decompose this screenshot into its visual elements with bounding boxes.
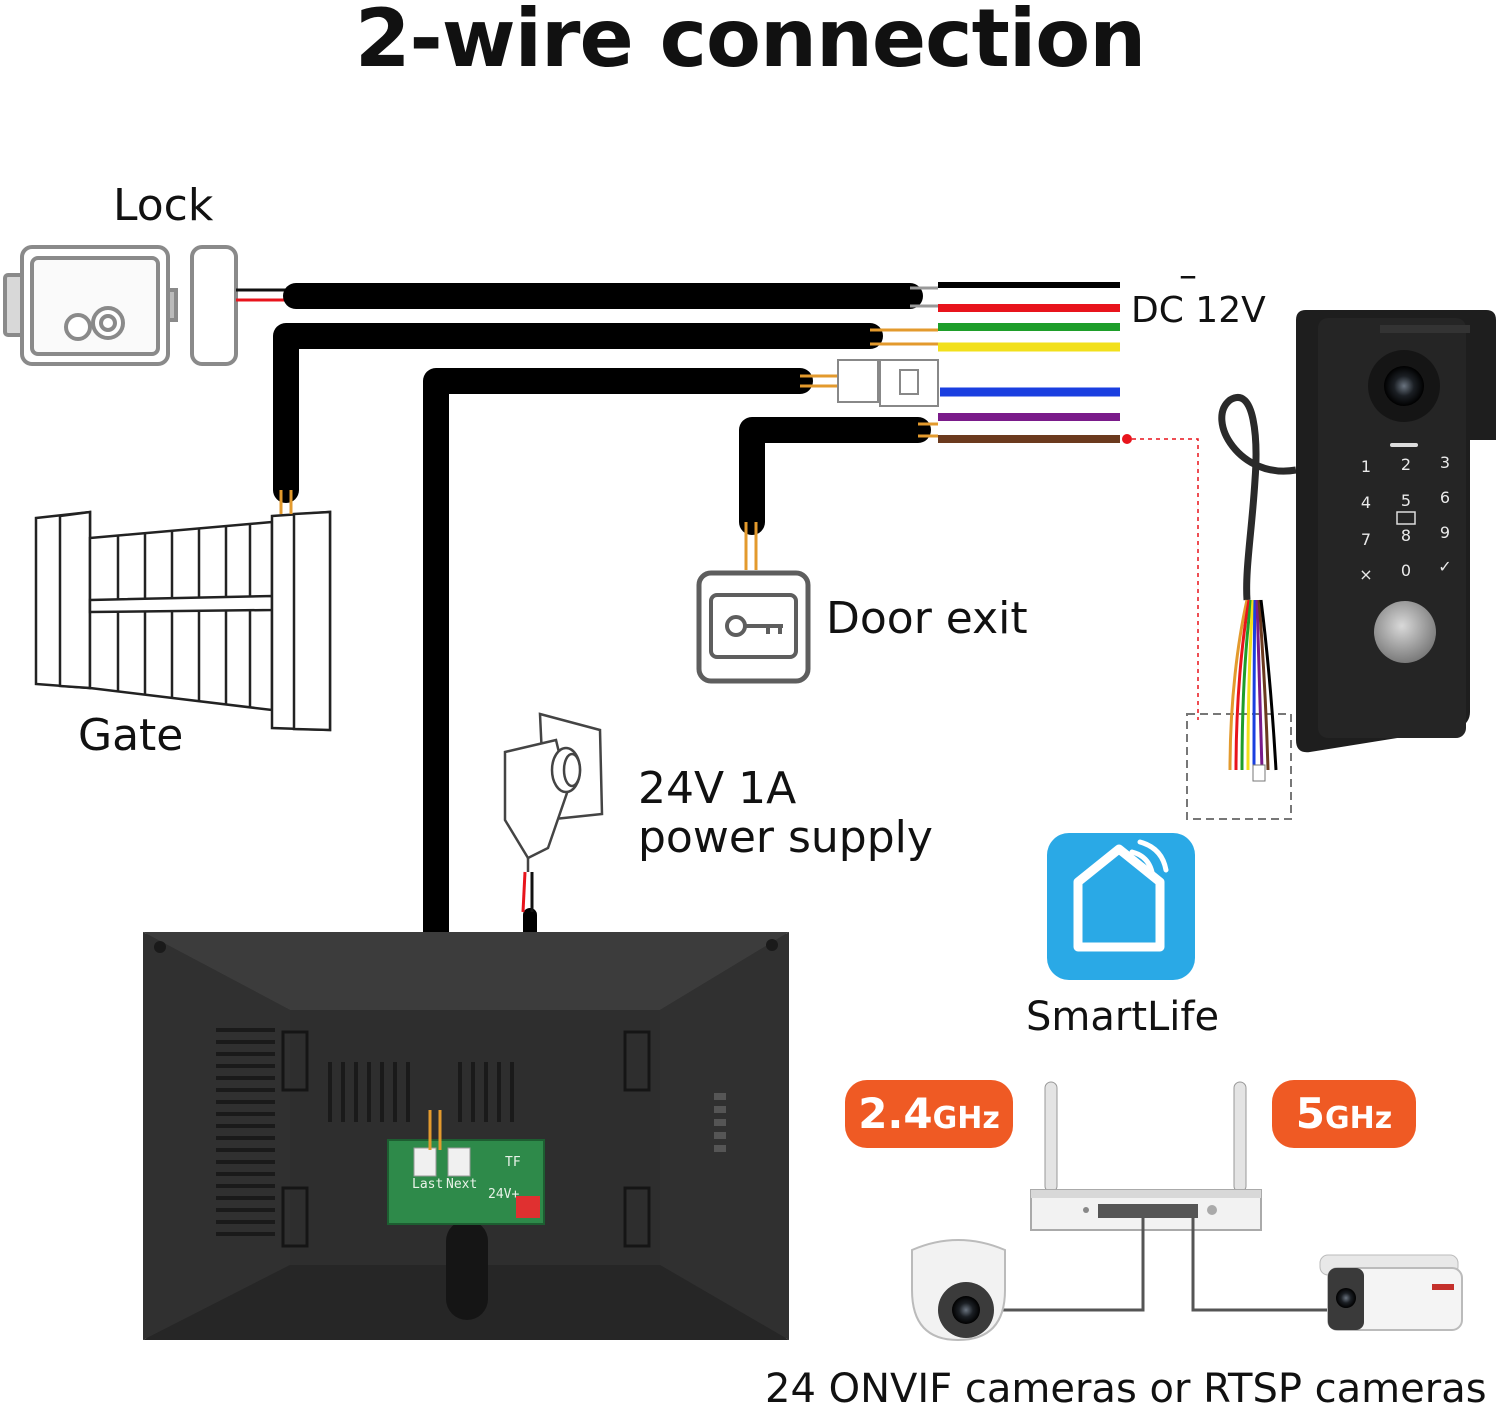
keypad-key: ✓ [1438, 557, 1451, 576]
keypad-key: 5 [1401, 491, 1411, 510]
keypad-key: 7 [1361, 530, 1371, 549]
keypad-key: 0 [1401, 561, 1411, 580]
band2-unit: GHz [1325, 1101, 1393, 1136]
gate-label: Gate [78, 710, 184, 761]
dc-12v-label: DC 12V [1131, 290, 1266, 331]
keypad-key: 6 [1440, 488, 1450, 507]
vent-center [328, 1062, 514, 1122]
board-next-label: Next [446, 1177, 477, 1192]
door-station: 1 2 3 4 5 6 7 8 9 × 0 ✓ [1218, 310, 1496, 782]
indoor-monitor: Last Next 24V+ TF [143, 932, 789, 1340]
cameras-label: 24 ONVIF cameras or RTSP cameras [765, 1366, 1487, 1412]
dome-camera-icon [911, 1239, 1006, 1342]
main-cables [273, 283, 931, 1202]
keypad-key: × [1359, 565, 1372, 584]
lock-label: Lock [113, 180, 214, 231]
board-last-label: Last [412, 1177, 443, 1192]
diagram-title: 2-wire connection [354, 0, 1146, 85]
keypad-key: 1 [1361, 457, 1371, 476]
vent-left [216, 1028, 275, 1236]
smartlife-label: SmartLife [1026, 994, 1220, 1040]
wifi-band-2-4ghz-badge: 2.4GHz [845, 1080, 1013, 1148]
door-exit-wires [744, 522, 758, 570]
dashed-link [1122, 434, 1292, 820]
keypad-key: 8 [1401, 526, 1411, 545]
door-exit-label: Door exit [826, 593, 1028, 644]
exit-button-key-icon [696, 570, 811, 684]
board-tf-label: TF [505, 1155, 521, 1170]
power-supply-rating: 24V 1A [638, 763, 797, 814]
mount-slots [281, 1030, 651, 1248]
gate-wires [279, 490, 293, 514]
camera-links [1000, 1218, 1330, 1312]
keypad-key: 9 [1440, 523, 1450, 542]
gate-icon [34, 510, 332, 732]
smartlife-home-wifi-icon [1047, 833, 1195, 980]
dual-band-router-icon [1030, 1081, 1262, 1231]
electric-lock-icon [3, 245, 238, 366]
board-24v-label: 24V+ [488, 1187, 519, 1202]
keypad-key: 2 [1401, 455, 1411, 474]
wall-plug-adapter-icon [503, 712, 604, 913]
bullet-camera-icon [1319, 1254, 1463, 1331]
dc-minus-sign: – [1179, 255, 1197, 296]
band1-value: 2.4 [858, 1089, 933, 1138]
lock-wires [236, 288, 292, 302]
keypad: 1 2 3 4 5 6 7 8 9 × 0 ✓ [1359, 453, 1451, 584]
band1-unit: GHz [932, 1101, 1000, 1136]
power-supply-label: power supply [638, 812, 933, 863]
keypad-key: 4 [1361, 493, 1371, 512]
colored-wires [800, 282, 1120, 443]
side-buttons [714, 1093, 726, 1152]
keypad-key: 3 [1440, 453, 1450, 472]
wire-connector [837, 359, 939, 407]
band2-value: 5 [1295, 1089, 1326, 1138]
wifi-band-5ghz-badge: 5GHz [1272, 1080, 1416, 1148]
